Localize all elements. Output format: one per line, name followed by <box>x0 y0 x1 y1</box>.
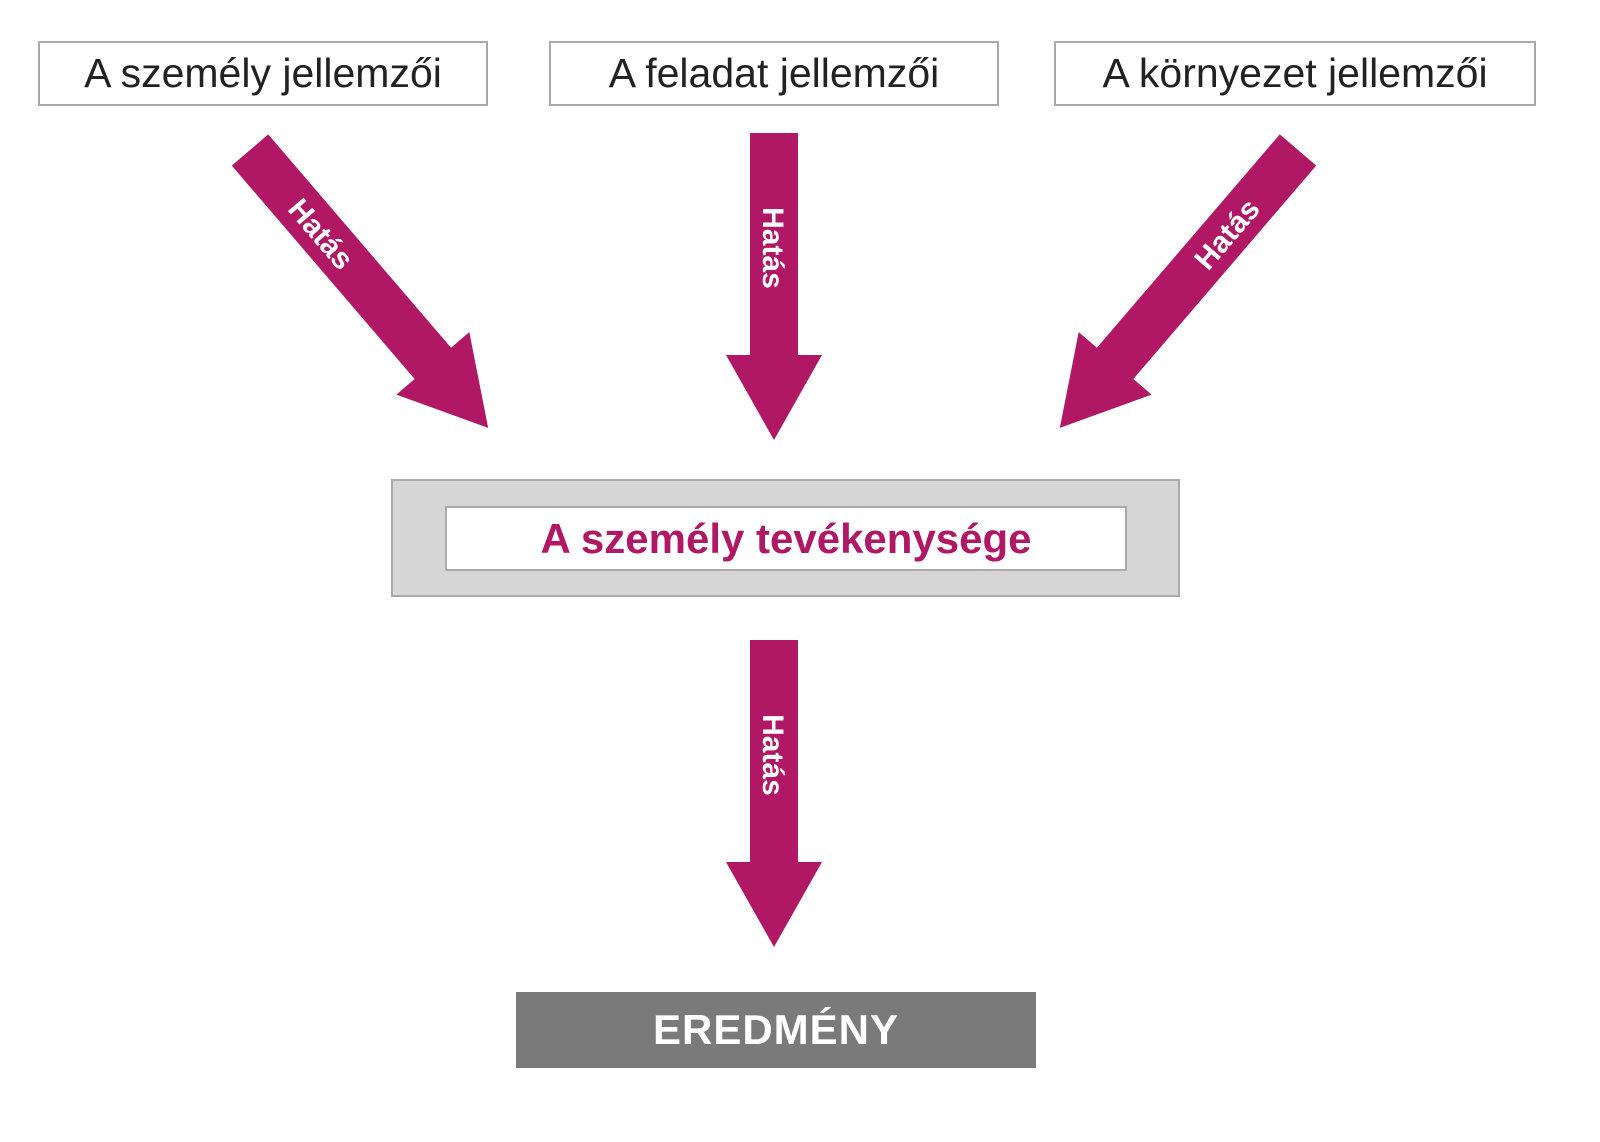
person-characteristics-label: A személy jellemzői <box>84 50 442 96</box>
person-characteristics-box: A személy jellemzői <box>38 41 488 106</box>
result-box: EREDMÉNY <box>516 992 1036 1068</box>
task-characteristics-box: A feladat jellemzői <box>549 41 999 106</box>
impact-label: Hatás <box>756 714 789 796</box>
activity-frame: A személy tevékenysége <box>391 479 1180 597</box>
result-label: EREDMÉNY <box>652 1006 900 1053</box>
impact-arrow-person: Hatás <box>213 118 525 460</box>
task-characteristics-label: A feladat jellemzői <box>608 50 940 96</box>
impact-arrow-result: Hatás <box>726 640 822 947</box>
activity-label: A személy tevékenysége <box>540 514 1032 562</box>
impact-label: Hatás <box>756 207 789 289</box>
impact-arrow-task: Hatás <box>726 133 822 440</box>
impact-arrow-environment: Hatás <box>1023 118 1335 460</box>
environment-characteristics-label: A környezet jellemzői <box>1102 50 1488 96</box>
environment-characteristics-box: A környezet jellemzői <box>1054 41 1536 106</box>
activity-box: A személy tevékenysége <box>445 506 1127 571</box>
